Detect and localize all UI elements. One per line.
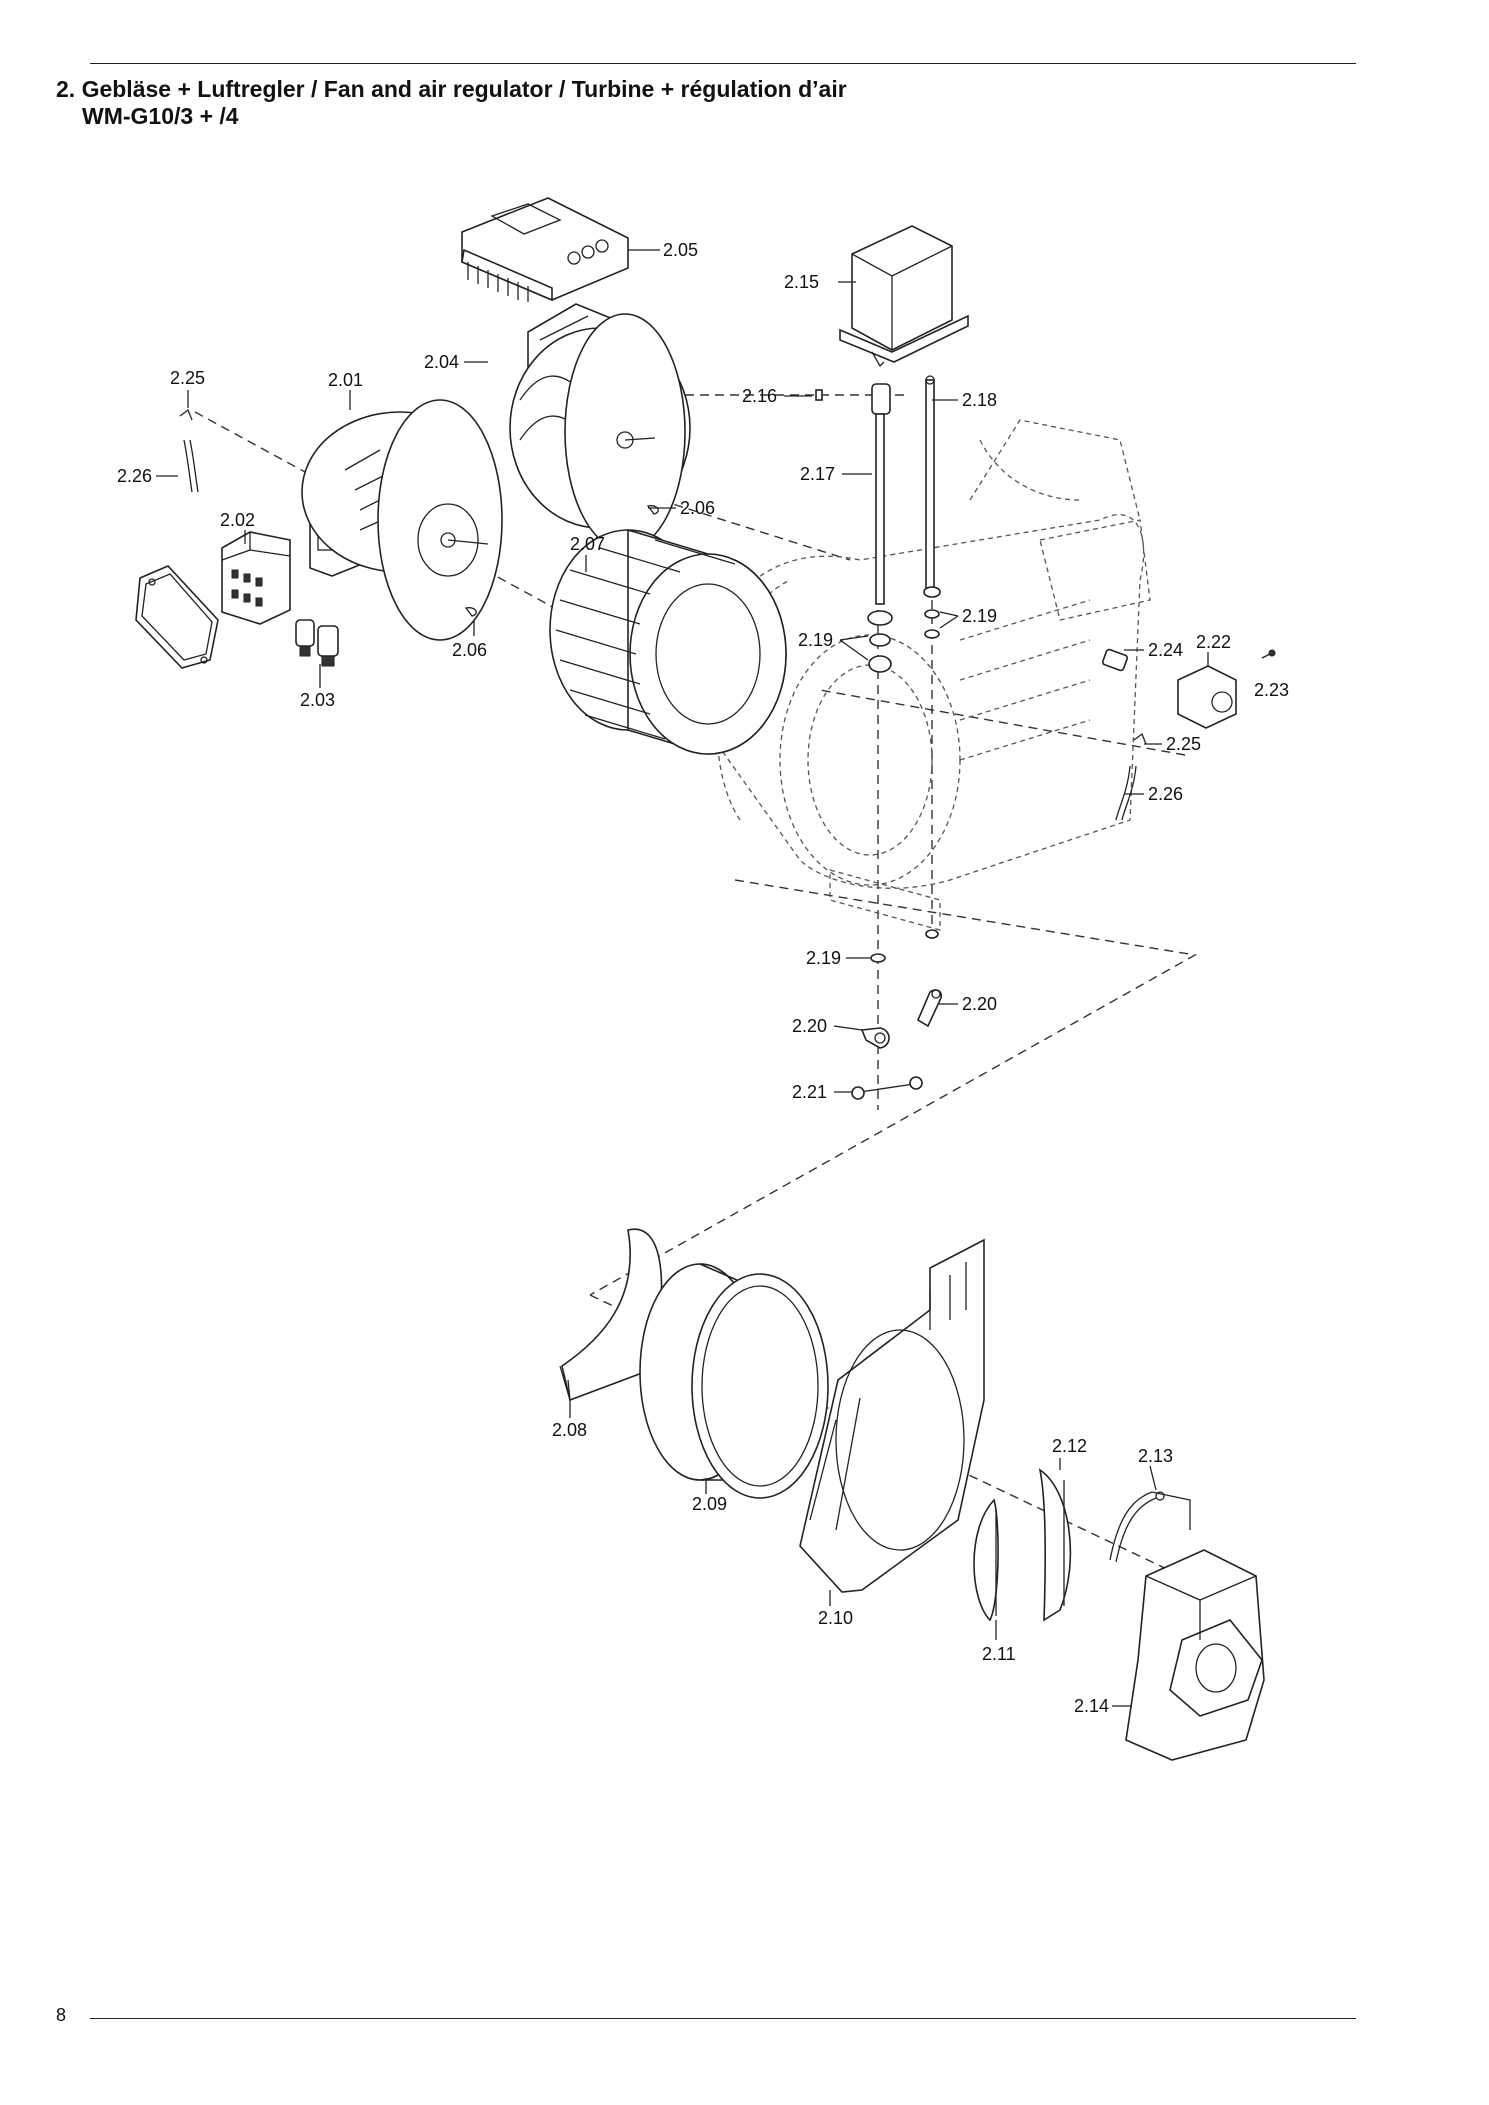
label-2-01: 2.01 <box>328 370 363 390</box>
part-2-20-levers <box>860 989 943 1049</box>
page-number: 8 <box>56 2005 67 2025</box>
label-2-20-left: 2.20 <box>792 1016 827 1036</box>
part-2-06-keys <box>464 505 659 617</box>
label-2-12: 2.12 <box>1052 1436 1087 1456</box>
part-2-24-nipple <box>1101 648 1129 672</box>
label-2-19-right: 2.19 <box>962 606 997 626</box>
part-2-05-control-unit <box>461 197 629 302</box>
label-2-19-lower: 2.19 <box>806 948 841 968</box>
label-2-02: 2.02 <box>220 510 255 530</box>
label-2-19-left: 2.19 <box>798 630 833 650</box>
label-2-07: 2.07 <box>570 534 605 554</box>
label-2-24: 2.24 <box>1148 640 1183 660</box>
part-labels: 2.05 2.15 2.04 2.01 2.25 2.26 2.02 2.03 … <box>117 240 1289 1716</box>
top-rule <box>90 63 1356 64</box>
part-2-02-contactor <box>221 531 291 625</box>
label-2-26-left: 2.26 <box>117 466 152 486</box>
label-2-04: 2.04 <box>424 352 459 372</box>
label-2-16: 2.16 <box>742 386 777 406</box>
bottom-rule <box>90 2018 1356 2019</box>
part-2-13-bracket <box>1109 1491 1191 1563</box>
part-2-03-cable-glands <box>295 619 339 667</box>
leader-lines <box>156 249 1209 1707</box>
part-2-25-fittings <box>179 408 1147 745</box>
part-cover-plate <box>135 565 219 669</box>
label-2-18: 2.18 <box>962 390 997 410</box>
label-2-14: 2.14 <box>1074 1696 1109 1716</box>
part-2-15-actuator <box>839 225 969 368</box>
part-2-19-washers <box>867 586 941 963</box>
part-2-16-pin <box>815 389 823 401</box>
part-2-23-screw <box>1261 649 1276 659</box>
label-2-05: 2.05 <box>663 240 698 260</box>
section-title: 2. Gebläse + Luftregler / Fan and air re… <box>56 76 847 102</box>
label-2-06-lower: 2.06 <box>452 640 487 660</box>
label-2-25-left: 2.25 <box>170 368 205 388</box>
part-2-10-grid-plate <box>799 1238 985 1593</box>
model-subtitle: WM-G10/3 + /4 <box>82 103 239 129</box>
label-2-20-right: 2.20 <box>962 994 997 1014</box>
part-2-11-shutter <box>973 1498 999 1622</box>
part-2-22-pressure-switch <box>1177 665 1237 729</box>
part-2-17-shaft <box>871 383 891 605</box>
label-2-03: 2.03 <box>300 690 335 710</box>
part-2-18-shaft <box>925 375 935 591</box>
label-2-22: 2.22 <box>1196 632 1231 652</box>
label-2-21: 2.21 <box>792 1082 827 1102</box>
part-2-14-flange-housing <box>1125 1549 1265 1761</box>
part-2-01-motor <box>301 399 503 641</box>
label-2-23: 2.23 <box>1254 680 1289 700</box>
label-2-26-right: 2.26 <box>1148 784 1183 804</box>
label-2-09: 2.09 <box>692 1494 727 1514</box>
label-2-17: 2.17 <box>800 464 835 484</box>
part-2-21-linkage-rod <box>851 1076 923 1100</box>
label-2-10: 2.10 <box>818 1608 853 1628</box>
part-2-04-motor <box>509 303 691 551</box>
label-2-08: 2.08 <box>552 1420 587 1440</box>
label-2-13: 2.13 <box>1138 1446 1173 1466</box>
label-2-25-right: 2.25 <box>1166 734 1201 754</box>
page-title: 2. Gebläse + Luftregler / Fan and air re… <box>56 76 847 130</box>
part-2-07-fan-wheel <box>549 528 787 755</box>
label-2-15: 2.15 <box>784 272 819 292</box>
part-2-09-inlet-ring <box>639 1263 829 1499</box>
part-2-26-hoses <box>183 439 1137 821</box>
label-2-06-upper: 2.06 <box>680 498 715 518</box>
label-2-11: 2.11 <box>982 1644 1016 1664</box>
part-2-12-shutter <box>1038 1468 1072 1622</box>
